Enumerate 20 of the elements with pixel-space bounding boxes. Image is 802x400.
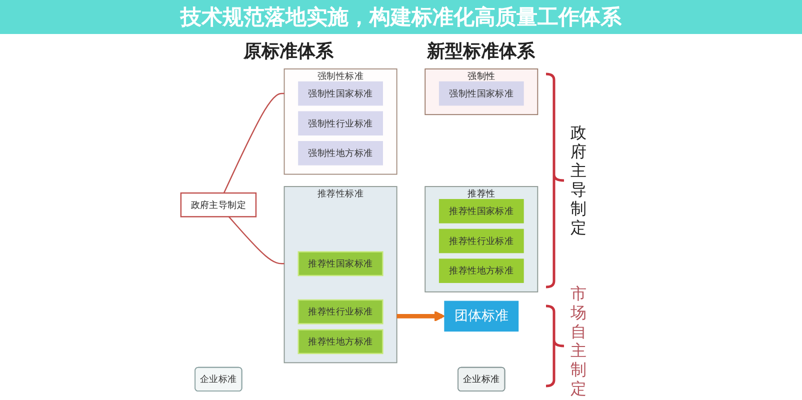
node-box: 强制性行业标准: [298, 111, 383, 136]
arrow: [396, 310, 445, 322]
node-box: 政府主导制定: [180, 192, 256, 218]
node-box: 推荐性行业标准: [298, 299, 383, 324]
node-box: 强制性地方标准: [298, 141, 383, 166]
node-box: 推荐性国家标准: [298, 251, 383, 276]
side-label: 市场自主制定: [570, 284, 588, 398]
node-box: 推荐性行业标准: [438, 228, 524, 254]
node-box: 推荐性地方标准: [298, 329, 383, 354]
node-box: 团体标准: [444, 300, 518, 332]
side-label: 政府主导制定: [570, 123, 588, 238]
section-heading: 新型标准体系: [427, 40, 536, 63]
node-box: 推荐性地方标准: [438, 258, 524, 283]
section-heading: 原标准体系: [244, 40, 334, 63]
connector: [228, 216, 284, 264]
connector: [223, 92, 284, 194]
title-banner: 技术规范落地实施，构建标准化高质量工作体系: [0, 0, 802, 34]
node-box: 强制性国家标准: [438, 81, 524, 106]
node-box: 推荐性国家标准: [438, 199, 524, 224]
node-box: 强制性国家标准: [298, 81, 383, 106]
